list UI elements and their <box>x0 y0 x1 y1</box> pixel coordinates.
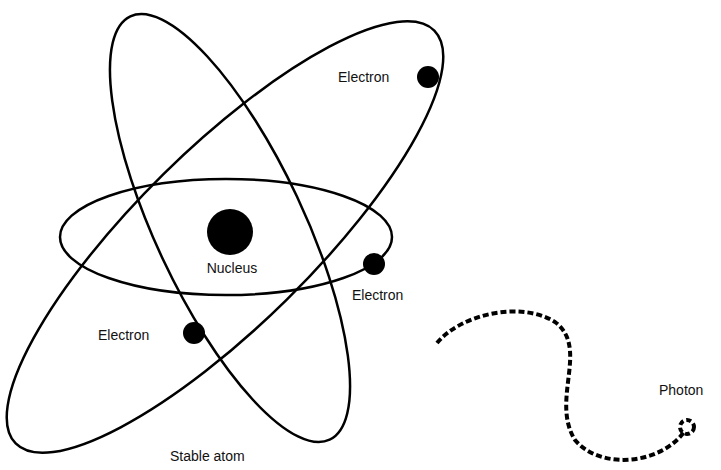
orbit <box>63 0 396 470</box>
electron-dot <box>183 322 205 344</box>
electron-label: Electron <box>336 69 391 85</box>
nucleus-label: Nucleus <box>205 260 260 276</box>
orbit <box>0 0 496 470</box>
photon-wave <box>437 311 684 459</box>
photon-head <box>680 420 694 434</box>
electron-label: Electron <box>96 327 151 343</box>
electron-label: Electron <box>350 287 405 303</box>
nucleus <box>207 209 253 255</box>
photon-label: Photon <box>657 382 705 398</box>
electron-dot <box>363 253 385 275</box>
electron-dot <box>417 66 439 88</box>
orbit <box>60 179 392 295</box>
caption-label: Stable atom <box>168 448 247 464</box>
